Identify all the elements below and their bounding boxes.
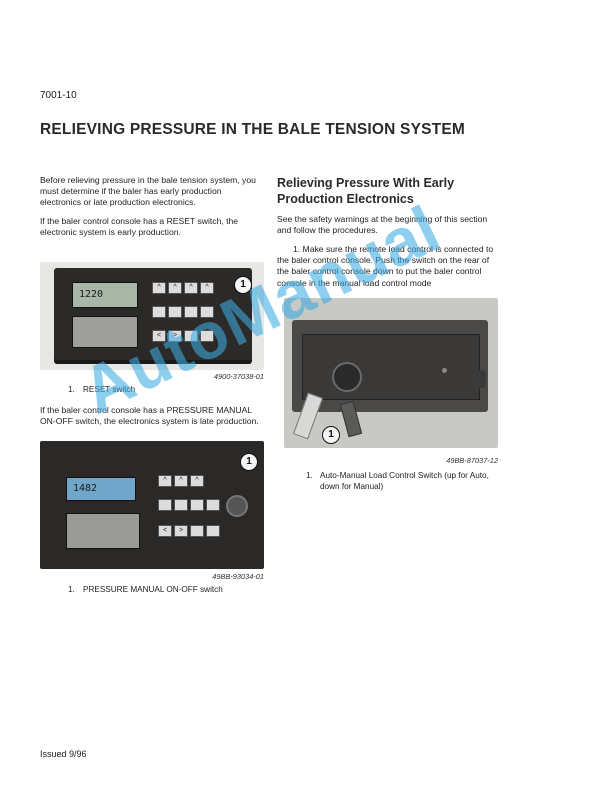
caption-number: 1. [68,585,75,594]
label-panel [66,513,140,549]
pressure-switch-paragraph: If the baler control console has a PRESS… [40,405,259,427]
intro-paragraph: Before relieving pressure in the bale te… [40,175,256,208]
lcd-display: 1482 [66,477,136,501]
callout-auto-manual-switch: 1 [322,426,340,444]
round-connector [226,495,248,517]
figure-caption: PRESSURE MANUAL ON-OFF switch [83,585,223,594]
late-console-photo: 1482 ^ ^ ^ < > 1 [40,441,264,569]
lcd-display: 1220 [72,282,138,308]
keypad: ^ ^ ^ ^ < > [152,280,242,350]
page-code: 7001-10 [40,90,77,101]
figure-number: 4900-37038-01 [213,372,264,381]
side-knob [474,370,486,388]
figure-number: 49BB-87037-12 [446,456,498,465]
reset-switch-paragraph: If the baler control console has a RESET… [40,216,239,238]
safety-paragraph: See the safety warnings at the beginning… [277,214,488,236]
connector [332,362,362,392]
figure-caption: RESET switch [83,385,136,394]
procedure-step: 1. Make sure the remote load control is … [277,244,494,288]
figure-number: 49BB-93034-01 [212,572,264,581]
issue-date: Issued 9/96 [40,749,87,759]
page-title: RELIEVING PRESSURE IN THE BALE TENSION S… [40,121,465,138]
keypad: ^ ^ ^ < > [158,471,238,559]
callout-reset-switch: 1 [234,276,252,294]
figure-caption: Auto-Manual Load Control Switch (up for … [320,471,489,491]
label-panel [72,316,138,348]
console-rear-photo: 1 [284,298,498,448]
caption-number: 1. [306,471,313,480]
section-heading: Relieving Pressure With Early Production… [277,176,455,206]
early-console-photo: 1220 ^ ^ ^ ^ < > 1 [40,262,264,370]
caption-number: 1. [68,385,75,394]
callout-pressure-switch: 1 [240,453,258,471]
